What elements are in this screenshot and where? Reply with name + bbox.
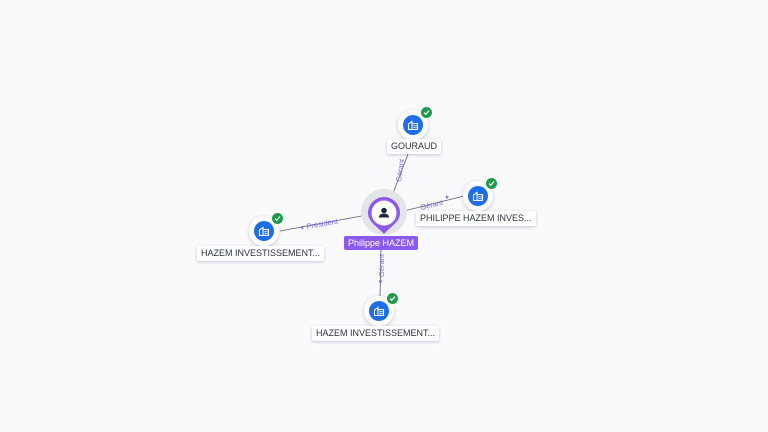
verified-badge-icon bbox=[485, 177, 498, 190]
building-icon bbox=[407, 120, 419, 131]
check-icon bbox=[274, 216, 281, 222]
company-node-hazem-investissement-bottom[interactable] bbox=[364, 292, 399, 326]
company-label-hazem-investissement-left: HAZEM INVESTISSEMENT... bbox=[197, 246, 325, 261]
check-icon bbox=[488, 181, 495, 187]
company-node-hazem-investissement-left[interactable] bbox=[249, 212, 284, 246]
edge-arrow-right bbox=[446, 195, 449, 199]
company-node-fill bbox=[468, 186, 488, 206]
edge-hazem-left: Président bbox=[279, 214, 368, 232]
company-node-fill bbox=[403, 115, 423, 135]
company-node-gouraud[interactable] bbox=[398, 106, 433, 140]
verified-badge-icon bbox=[420, 106, 433, 119]
person-label: Philippe HAZEM bbox=[344, 236, 419, 250]
company-label-philippe-hazem-inves: PHILIPPE HAZEM INVES... bbox=[416, 211, 536, 226]
edge-arrow-left bbox=[300, 225, 304, 230]
person-node-philippe-hazem[interactable] bbox=[367, 196, 401, 236]
company-node-fill bbox=[254, 221, 274, 241]
company-node-philippe-hazem-inves[interactable] bbox=[463, 177, 498, 211]
edge-label-gerant-right: Gérant bbox=[419, 197, 444, 212]
company-label-hazem-investissement-bottom: HAZEM INVESTISSEMENT... bbox=[312, 326, 440, 341]
check-icon bbox=[423, 110, 430, 116]
person-icon bbox=[378, 207, 390, 218]
edge-philippe-hazem-inves: Gérant bbox=[399, 195, 465, 213]
verified-badge-icon bbox=[271, 212, 284, 225]
company-label-gouraud: GOURAUD bbox=[387, 139, 442, 154]
verified-badge-icon bbox=[386, 292, 399, 305]
building-icon bbox=[258, 226, 270, 237]
building-icon bbox=[472, 191, 484, 202]
edge-hazem-bottom: Gérant bbox=[377, 249, 386, 298]
edge-label-president: Président bbox=[306, 216, 340, 231]
company-node-fill bbox=[369, 301, 389, 321]
edge-label-gerant-top: Gérant bbox=[394, 157, 406, 182]
building-icon bbox=[373, 306, 385, 317]
edge-arrow-down bbox=[378, 280, 383, 284]
edge-label-gerant-bottom: Gérant bbox=[377, 253, 386, 277]
check-icon bbox=[389, 296, 396, 302]
